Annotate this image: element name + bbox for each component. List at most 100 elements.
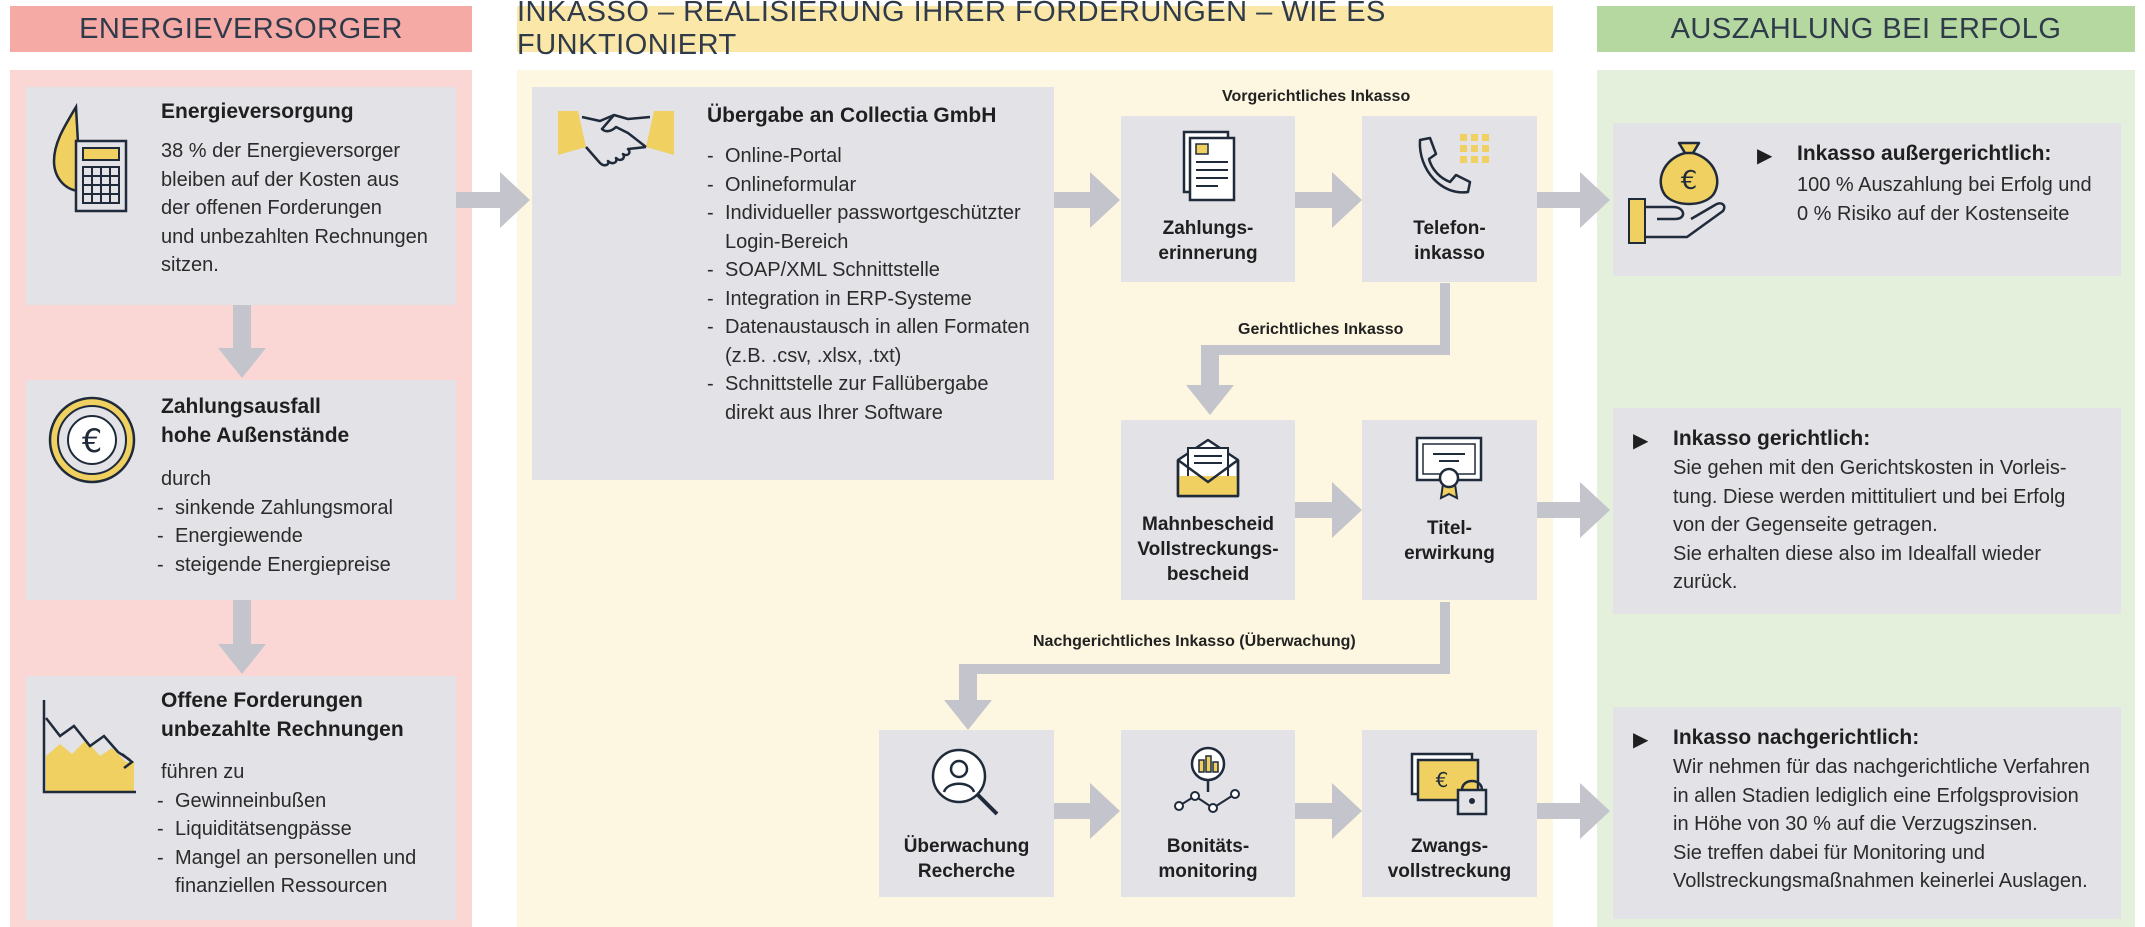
list-item: Liquiditätsengpässe [157,815,446,844]
text-line: 100 % Auszahlung bei Erfolg und [1797,174,2092,196]
step-payment-reminder: Zahlungs- erinnerung [1121,116,1295,282]
text-line: Wir nehmen für das nachgerichtliche Verf… [1673,756,2090,778]
arrow-right-handover [456,172,530,228]
text-line: Sie treffen dabei für Monitoring und [1673,841,1986,864]
connector-post [944,602,1450,730]
text-line: sitzen. [161,254,219,276]
person-search-icon [931,748,999,816]
handshake-icon [558,111,674,167]
step-enforcement-label: Zwangs- vollstreckung [1387,836,1512,882]
step-phone-collection: Telefon- inkasso [1362,116,1537,282]
card-payout-court: ▶ Inkasso gerichtlich: Sie gehen mit den… [1613,408,2121,614]
envelope-icon [1176,438,1240,498]
list-item: Mangel an personellen und finanziellen R… [157,844,446,901]
card-handover: Übergabe an Collectia GmbH Online-Portal… [532,87,1054,480]
card-payout-post-court: ▶ Inkasso nachgerichtlich: Wir nehmen fü… [1613,707,2121,919]
list-item: steigende Energiepreise [157,551,393,580]
card-claims-text: führen zu Gewinneinbußen Liquiditätsengp… [157,758,446,901]
phone-icon [1418,134,1489,194]
out2-text: Sie gehen mit den Gerichtskosten in Vorl… [1673,454,2067,597]
out3-title: Inkasso nachgerichtlich: [1673,726,1920,749]
arrow-right-phone [1295,172,1362,228]
claims-effects-list: Gewinneinbußen Liquiditätsengpässe Mange… [157,787,446,901]
calculator-drop-icon [52,103,128,213]
svg-text:€: € [1681,166,1698,196]
euro-coin-icon: € [48,396,136,484]
arrow-right-reminder [1054,172,1120,228]
text-line: der offenen Forderungen [161,197,382,219]
step-monitoring-research: Überwachung Recherche [879,730,1054,897]
bullet-triangle-icon: ▶ [1633,729,1649,751]
text-line: Vollstreckungsmaßnahmen keinerlei Auslag… [1673,870,2088,892]
step-title-obtainment: Titel- erwirkung [1362,420,1537,600]
text-line: Sie gehen mit den Gerichtskosten in Vorl… [1673,457,2067,479]
text-line: von der Gegenseite getragen. [1673,514,1938,536]
arrow-right-credit [1054,783,1120,839]
handover-channel-list: Online-Portal Onlineformular Individuell… [707,142,1037,427]
card-open-claims: Offene Forderungen unbezahlte Rechnungen… [26,676,456,920]
certificate-icon [1415,436,1483,500]
step-monitoring-label: Überwachung Recherche [903,836,1030,882]
declining-chart-icon [42,700,136,794]
step-credit-monitoring: Bonitäts- monitoring [1121,730,1295,897]
text-line: zurück. [1673,571,1738,593]
arrow-right-payout2 [1537,482,1610,538]
text-line: 0 % Risiko auf der Kostenseite [1797,202,2070,225]
card-default-text: durch sinkende Zahlungsmoral Energiewend… [157,465,393,579]
out1-title: Inkasso außergerichtlich: [1797,142,2052,165]
text-intro: durch [161,468,212,490]
list-item: Energiewende [157,522,393,551]
out1-text: 100 % Auszahlung bei Erfolg und 0 % Risi… [1797,171,2092,228]
text-line: in allen Stadien lediglich eine Erfolgsp… [1673,784,2079,807]
card-default-title: Zahlungsausfall hohe Außenstände [161,392,349,450]
arrow-right-title [1295,482,1362,538]
title-line: unbezahlte Rechnungen [161,718,404,741]
step-credit-label: Bonitäts- monitoring [1158,836,1258,882]
stage-label-pre: Vorgerichtliches Inkasso [1222,88,1411,105]
title-line: Zahlungsausfall [161,395,321,418]
list-item: SOAP/XML Schnittstelle [707,256,1037,285]
card-payout-out-of-court: € ▶ Inkasso außergerichtlich: 100 % Ausz… [1613,123,2121,276]
list-item: Schnittstelle zur Fallübergabe direkt au… [707,370,1037,427]
title-line: hohe Außenstände [161,424,350,447]
lock-money-icon: € [1410,752,1488,816]
list-item: Gewinneinbußen [157,787,446,816]
card-payment-default: € Zahlungsausfall hohe Außenstände durch… [26,380,456,600]
step-phone-label: Telefon- inkasso [1413,218,1486,264]
card-energy-supply: Energieversorgung 38 % der Energieversor… [26,87,456,305]
text-line: 38 % der Energieversorger [161,140,401,162]
text-line: und unbezahlten Rechnungen [161,225,428,248]
text-line: in Höhe von 30 % auf die Verzugszinsen. [1673,813,2038,835]
step-title-label: Titel- erwirkung [1404,518,1495,564]
handover-title: Übergabe an Collectia GmbH [707,104,997,127]
arrow-right-enforcement [1295,783,1362,839]
document-icon [1182,130,1236,202]
card-claims-title: Offene Forderungen unbezahlte Rechnungen [161,686,404,744]
card-energy-title: Energieversorgung [161,100,354,123]
arrow-right-payout1 [1537,172,1610,228]
text-intro: führen zu [161,761,245,783]
default-causes-list: sinkende Zahlungsmoral Energiewende stei… [157,494,393,580]
out3-text: Wir nehmen für das nachgerichtliche Verf… [1673,753,2090,896]
list-item: Individueller passwortgeschützter Login-… [707,199,1037,256]
bullet-triangle-icon: ▶ [1633,430,1649,452]
header-energy: ENERGIEVERSORGER [10,6,472,52]
arrow-right-payout3 [1537,783,1610,839]
title-line: Offene Forderungen [161,689,363,712]
analytics-icon [1174,746,1240,813]
card-energy-text: 38 % der Energieversorger bleiben auf de… [161,137,428,280]
arrow-down-2 [218,600,266,674]
list-item: Datenaustausch in allen Formaten (z.B. .… [707,313,1037,370]
step-enforcement: € Zwangs- vollstreckung [1362,730,1537,897]
out2-title: Inkasso gerichtlich: [1673,427,1871,450]
arrow-down-1 [218,305,266,378]
list-item: Online-Portal [707,142,1037,171]
svg-text:€: € [82,422,102,460]
step-dunning-label: Mahnbescheid Vollstreckungs- bescheid [1137,514,1279,585]
list-item: Onlineformular [707,171,1037,200]
header-payout: AUSZAHLUNG BEI ERFOLG [1597,6,2135,52]
bullet-triangle-icon: ▶ [1757,145,1773,167]
stage-label-post: Nachgerichtliches Inkasso (Überwachung) [1033,633,1356,650]
connector-court [1186,283,1450,415]
